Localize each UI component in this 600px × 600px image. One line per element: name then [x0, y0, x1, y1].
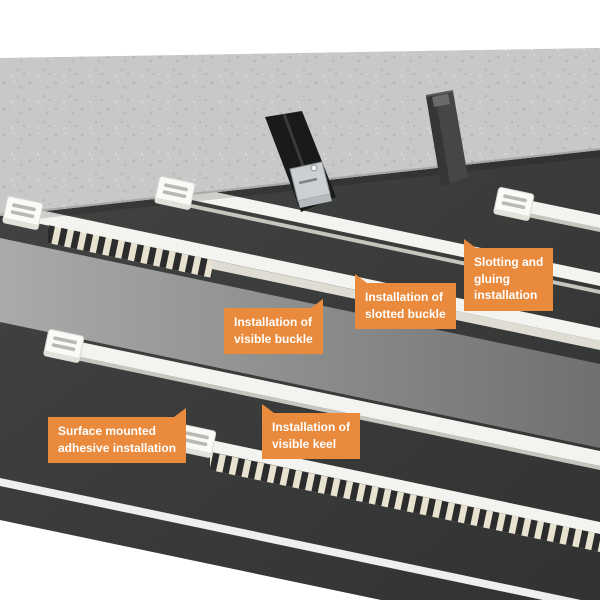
callout-tail: [355, 274, 367, 283]
channel-opening: [432, 94, 450, 107]
clip-screw: [310, 164, 318, 172]
callout-text-line: slotted buckle: [365, 306, 446, 321]
callout-text-line: Installation of: [234, 315, 312, 329]
callout-text-line: gluing: [474, 271, 510, 286]
callout-text-line: visible buckle: [234, 331, 313, 346]
slotted-buckle-fastener: [265, 111, 336, 212]
callout-text-line: Slotting and: [474, 255, 544, 269]
channel-inner-face: [426, 94, 450, 186]
callout-visible-keel: Installation of visible keel: [262, 404, 360, 460]
callout-visible-buckle: Installation of visible buckle: [224, 299, 323, 355]
callout-tail: [174, 408, 187, 417]
callout-tail: [464, 239, 476, 248]
keel-slot-teeth: [48, 225, 212, 278]
callout-slotting-gluing: Slotting and gluing installation: [464, 239, 554, 311]
slotting-gluing-channel: [425, 90, 468, 186]
spring-clip-slot: [298, 177, 318, 185]
callout-slotted-buckle: Installation of slotted buckle: [355, 274, 456, 330]
surface-mounted-rail: [52, 336, 600, 466]
callout-text-line: visible keel: [272, 436, 337, 451]
callout-text-line: Installation of: [365, 290, 443, 304]
callout-tail: [262, 404, 274, 413]
callout-text-line: installation: [474, 288, 538, 303]
callout-text-line: Surface mounted: [58, 424, 157, 438]
visible-keel-slot-teeth: [210, 452, 600, 552]
spring-clip-lip: [298, 194, 332, 208]
channel-top-edge: [425, 90, 454, 97]
callout-surface-mounted-adhesive: Surface mounted adhesive installation: [48, 408, 187, 464]
panel-gap-line: [0, 478, 581, 600]
callout-text-line: Installation of: [272, 420, 350, 434]
callout-text-line: adhesive installation: [58, 440, 177, 455]
rail-shadow: [52, 351, 600, 470]
callout-tail: [310, 299, 323, 308]
